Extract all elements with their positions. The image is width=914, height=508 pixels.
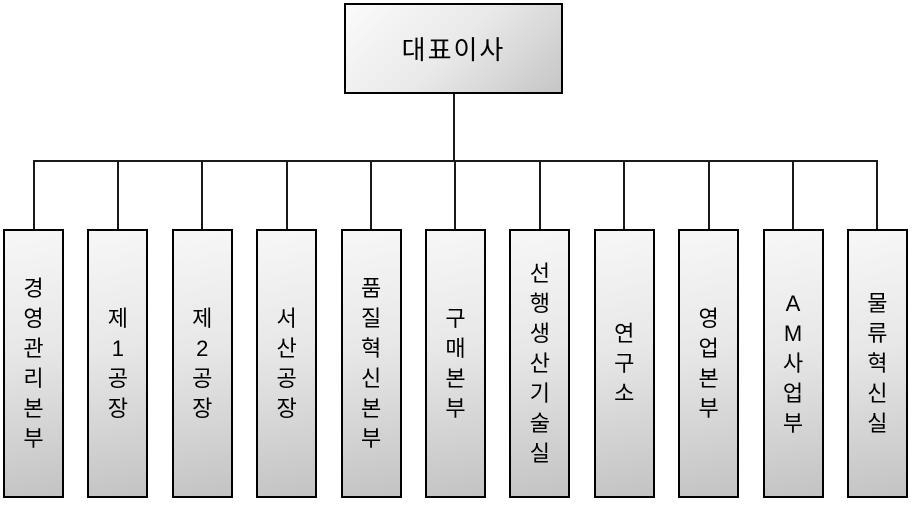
dept-box-9: 영 업 본 부 xyxy=(678,229,740,498)
dept-label: 제 1 공 장 xyxy=(107,305,129,421)
connector-dept-stem xyxy=(201,161,204,229)
connector-dept-stem xyxy=(285,161,288,229)
dept-1: 경 영 관 리 본 부 xyxy=(3,161,64,498)
connector-dept-stem xyxy=(876,161,879,229)
connector-dept-stem xyxy=(116,161,119,229)
root-box: 대표이사 xyxy=(344,3,563,94)
dept-label: 물 류 혁 신 실 xyxy=(867,290,888,436)
connector-dept-stem xyxy=(454,161,457,229)
connector-dept-stem xyxy=(32,161,35,229)
dept-8: 연 구 소 xyxy=(593,161,655,498)
dept-label: 연 구 소 xyxy=(614,320,635,406)
dept-label: 제 2 공 장 xyxy=(192,305,213,421)
dept-box-5: 품 질 혁 신 본 부 xyxy=(340,229,402,498)
dept-2: 제 1 공 장 xyxy=(87,161,149,498)
dept-label: A M 사 업 부 xyxy=(782,290,804,436)
dept-label: 품 질 혁 신 본 부 xyxy=(360,275,382,451)
dept-box-11: 물 류 혁 신 실 xyxy=(846,229,908,498)
dept-5: 품 질 혁 신 본 부 xyxy=(340,161,402,498)
dept-row: 경 영 관 리 본 부 제 1 공 장 제 2 공 장 서 산 공 장 품 질 … xyxy=(3,161,908,498)
connector-dept-stem xyxy=(370,161,373,229)
dept-box-4: 서 산 공 장 xyxy=(256,229,318,498)
dept-box-8: 연 구 소 xyxy=(593,229,655,498)
dept-3: 제 2 공 장 xyxy=(171,161,233,498)
dept-label: 구 매 본 부 xyxy=(445,305,466,421)
dept-box-1: 경 영 관 리 본 부 xyxy=(3,229,64,498)
connector-dept-stem xyxy=(538,161,541,229)
dept-label: 서 산 공 장 xyxy=(276,305,297,421)
dept-4: 서 산 공 장 xyxy=(256,161,318,498)
dept-label: 영 업 본 부 xyxy=(698,305,719,421)
dept-11: 물 류 혁 신 실 xyxy=(846,161,908,498)
root-box-label: 대표이사 xyxy=(401,35,506,65)
dept-box-6: 구 매 본 부 xyxy=(424,229,486,498)
dept-label: 경 영 관 리 본 부 xyxy=(23,275,44,451)
dept-label: 선 행 생 산 기 술 실 xyxy=(529,260,550,466)
connector-dept-stem xyxy=(792,161,795,229)
dept-box-10: A M 사 업 부 xyxy=(762,229,824,498)
dept-9: 영 업 본 부 xyxy=(678,161,740,498)
connector-dept-stem xyxy=(707,161,710,229)
connector-root-stem xyxy=(453,94,455,161)
dept-box-2: 제 1 공 장 xyxy=(87,229,149,498)
dept-7: 선 행 생 산 기 술 실 xyxy=(509,161,571,498)
dept-6: 구 매 본 부 xyxy=(424,161,486,498)
dept-box-7: 선 행 생 산 기 술 실 xyxy=(509,229,571,498)
connector-dept-stem xyxy=(623,161,626,229)
dept-10: A M 사 업 부 xyxy=(762,161,824,498)
dept-box-3: 제 2 공 장 xyxy=(171,229,233,498)
